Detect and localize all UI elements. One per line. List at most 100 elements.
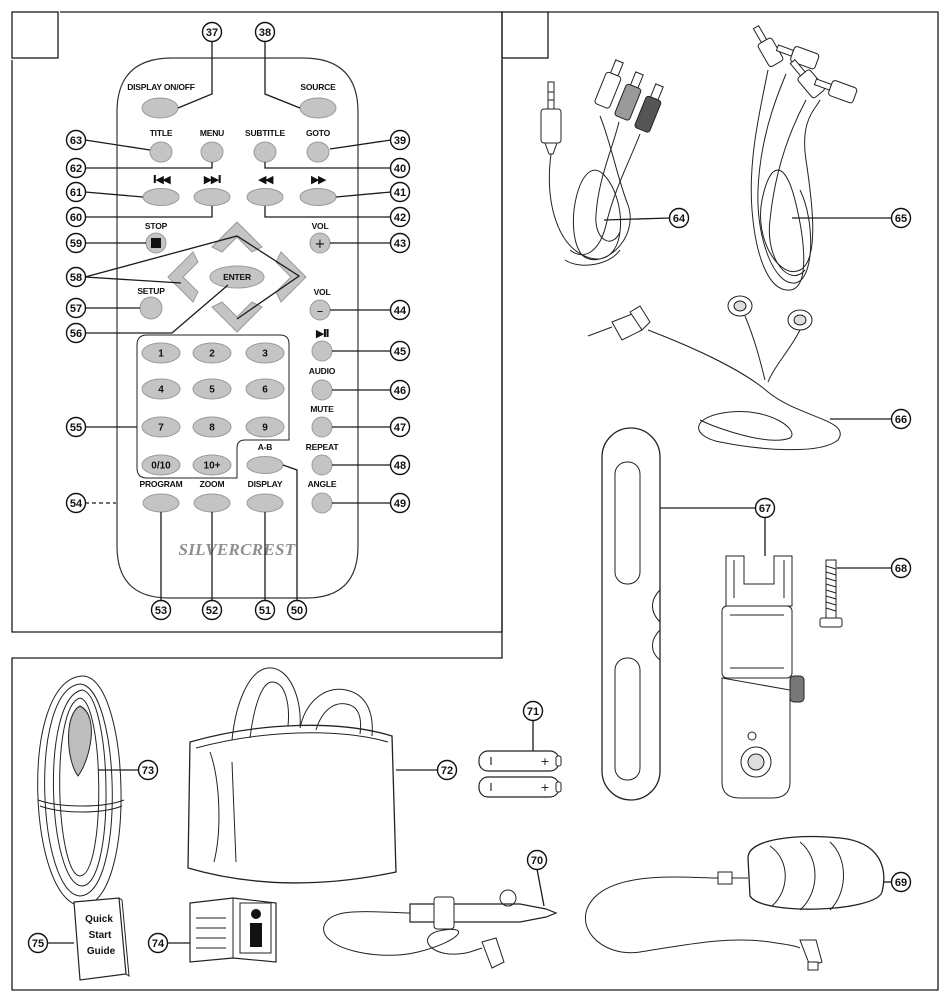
adapter-strain-relief: [717, 871, 733, 885]
leader-line: [536, 868, 545, 907]
vol-down-label: VOL: [314, 287, 331, 297]
callout-number: 49: [394, 498, 406, 510]
dc-plug-tip: [807, 961, 819, 971]
callout-circle: [65, 181, 87, 203]
leader-line: [84, 235, 301, 320]
cradle-mount: [721, 605, 793, 679]
previous-button: [142, 188, 180, 206]
program-button: [142, 493, 180, 513]
callout-number: 68: [895, 563, 907, 575]
callout-circle: [389, 157, 411, 179]
coil-end: [68, 705, 92, 777]
callout-number: 63: [70, 135, 82, 147]
bag-handle: [299, 688, 373, 737]
callout-circle: [668, 207, 690, 229]
screw-head: [819, 617, 843, 628]
setup-button: [139, 296, 163, 320]
leader-line: [264, 162, 391, 169]
manual-text-lines: [196, 917, 226, 949]
callout-number: 38: [259, 27, 271, 39]
earphones: [587, 295, 841, 451]
car-adapter-cap: [433, 896, 455, 930]
callout-number: 47: [394, 422, 406, 434]
battery-terminal: [555, 781, 562, 793]
battery-minus-mark: I: [489, 755, 492, 768]
callout-circle: [890, 207, 912, 229]
callout-circle: [890, 408, 912, 430]
brand-logo: SILVERCREST: [179, 540, 296, 559]
menu-label: MENU: [200, 128, 224, 138]
jack-strain-relief: [544, 142, 558, 155]
leader-line: [84, 139, 151, 151]
callout-number: 65: [895, 213, 907, 225]
program-label: PROGRAM: [140, 479, 183, 489]
callout-number: 71: [527, 706, 539, 718]
cradle-small-hole: [747, 731, 757, 741]
callout-number: 61: [70, 187, 82, 199]
callout-circle: [754, 497, 776, 519]
audio-label: AUDIO: [309, 366, 336, 376]
screw: [819, 559, 843, 628]
leader-line: [85, 284, 229, 334]
callout-circle: [27, 932, 49, 954]
adapter-ridges: [769, 841, 844, 911]
callout-circle: [201, 599, 223, 621]
av-cable-strand: [569, 133, 641, 256]
leader-line: [85, 206, 213, 218]
display-on-off-label: DISPLAY ON/OFF: [127, 82, 195, 92]
callout-number: 75: [32, 938, 44, 950]
goto-label: GOTO: [306, 128, 331, 138]
callout-number: 46: [394, 385, 406, 397]
keypad-button: [192, 416, 232, 438]
callout-circle: [522, 700, 544, 722]
menu-button: [200, 141, 224, 163]
keypad-button: [192, 378, 232, 400]
jack-plug: [813, 78, 858, 104]
cradle-clip: [725, 555, 793, 607]
av-cable-loop: [548, 115, 631, 261]
coiled-cable: [37, 675, 125, 907]
callout-circle: [389, 206, 411, 228]
callout-number: 58: [70, 272, 82, 284]
keypad-button-label: 4: [158, 385, 164, 396]
keypad-button: [245, 342, 285, 364]
callout-number: 50: [291, 605, 303, 617]
enter-button: [209, 265, 265, 289]
earphone-jack-tip: [587, 326, 613, 337]
callout-number: 64: [673, 213, 686, 225]
jack-cable-pair: [750, 25, 858, 291]
keypad-button-label: 10+: [204, 461, 221, 472]
leader-line: [84, 191, 144, 198]
callout-circle: [389, 299, 411, 321]
leader-line: [177, 41, 213, 109]
angle-label: ANGLE: [308, 479, 337, 489]
fast-forward-button: [299, 188, 337, 206]
car-adapter-plug: [481, 937, 505, 969]
callout-circle: [201, 21, 223, 43]
mute-button: [311, 416, 333, 438]
angle-button: [311, 492, 333, 514]
rew-label: ◀◀: [258, 173, 274, 186]
nav-right-arrow-icon: [275, 251, 307, 303]
stop-icon: [151, 238, 161, 248]
keypad-button-label: 6: [262, 385, 268, 396]
callout-number: 52: [206, 605, 218, 617]
zoom-label: ZOOM: [200, 479, 225, 489]
callout-circle: [436, 759, 458, 781]
screw-thread: [825, 565, 837, 612]
stop-label: STOP: [145, 221, 168, 231]
repeat-label: REPEAT: [306, 442, 340, 452]
vol-up-symbol: +: [315, 237, 326, 252]
keypad-button-label: 3: [262, 349, 268, 360]
cradle-knob: [789, 675, 805, 703]
keypad-button-label: 9: [262, 423, 268, 434]
callout-circle: [389, 416, 411, 438]
rewind-button: [246, 188, 284, 206]
earphone-cable-loop: [647, 329, 841, 451]
jack-body: [540, 108, 562, 144]
power-adapter: [584, 836, 885, 971]
keypad-button-label: 2: [209, 349, 215, 360]
bag-zipper: [195, 732, 389, 749]
callout-number: 51: [259, 605, 271, 617]
